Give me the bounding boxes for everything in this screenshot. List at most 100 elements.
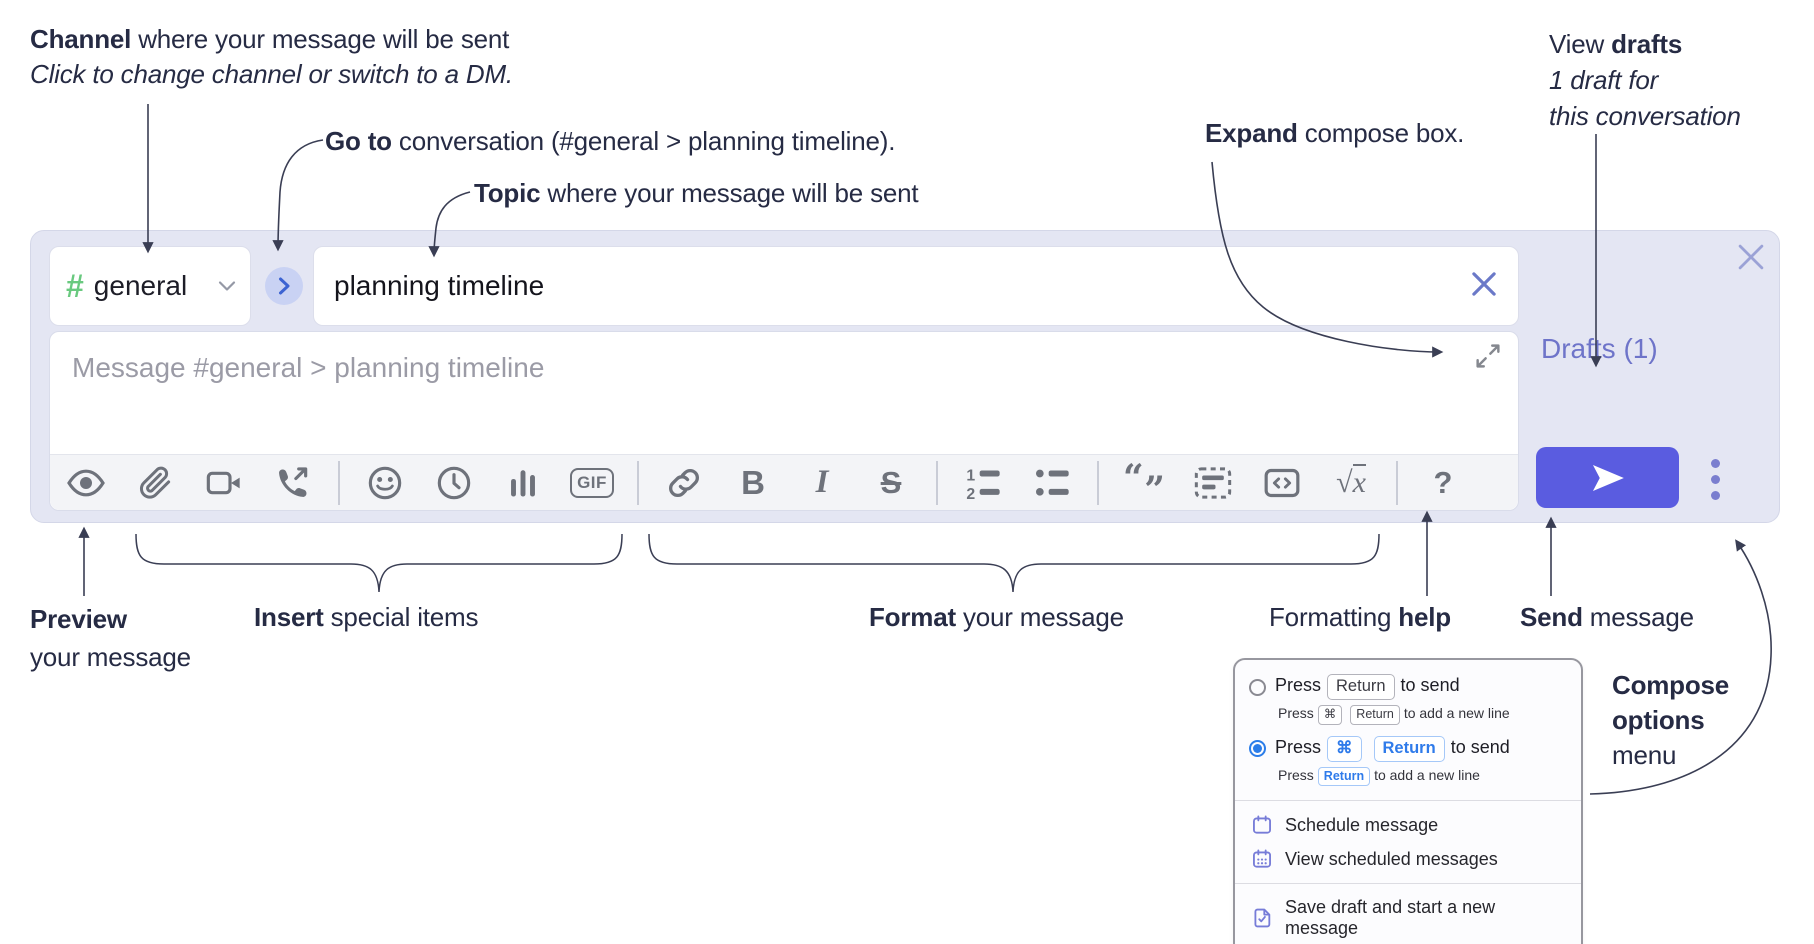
chevron-right-icon [278,277,289,295]
toolbar-divider [637,460,639,505]
poll-button[interactable] [499,460,547,506]
strikethrough-icon: S [880,464,902,500]
compose-box: # general [30,230,1780,523]
bold-button[interactable]: B [729,460,777,506]
compose-options-menu-button[interactable] [1693,453,1737,505]
menu-divider [1235,800,1581,802]
bulleted-list-button[interactable] [1028,460,1076,506]
kbd-return: Return [1350,705,1400,725]
radio-selected-icon[interactable] [1249,740,1266,758]
radio-unselected-icon[interactable] [1249,678,1266,696]
channel-selector[interactable]: # general [49,246,251,326]
preview-button[interactable] [62,460,110,506]
gif-icon: GIF [570,467,614,498]
send-paper-plane-icon [1592,464,1624,491]
phone-call-icon [279,466,308,497]
message-box: GIF B I S [49,331,1519,511]
close-icon [1472,272,1496,296]
annotation-channel-rest: where your message will be sent [131,24,510,54]
math-button[interactable]: √x [1327,460,1375,506]
menu-divider [1235,883,1581,885]
time-button[interactable] [430,460,478,506]
channel-hash-icon: # [66,268,84,304]
link-icon [669,468,699,497]
expand-compose-button[interactable] [1472,340,1504,377]
video-call-button[interactable] [200,460,248,506]
toolbar-divider [338,460,340,505]
numbered-list-button[interactable]: 1 2 [959,460,1007,506]
annotation-channel: Channel where your message will be sent … [30,22,513,92]
svg-text:2: 2 [966,485,975,502]
italic-button[interactable]: I [798,460,846,506]
quote-button[interactable]: “” [1120,456,1168,511]
annotation-send: Send message [1520,602,1694,632]
channel-name: general [93,270,188,301]
kbd-return: Return [1327,674,1395,701]
bar-chart-icon [511,469,535,497]
annotation-channel-sub: Click to change channel or switch to a D… [30,59,513,89]
svg-text:1: 1 [966,467,975,484]
expand-diagonal-icon [1476,344,1500,368]
annotation-help: Formatting help [1269,602,1451,632]
annotation-topic: Topic where your message will be sent [474,178,919,208]
annotation-compose-options: Compose options menu [1612,670,1730,770]
code-button[interactable] [1258,460,1306,506]
voice-call-button[interactable] [269,460,317,506]
paperclip-icon [139,466,171,499]
clear-topic-button[interactable] [1471,271,1497,302]
bold-icon: B [741,463,765,501]
link-button[interactable] [660,460,708,506]
annotation-view-drafts: View drafts 1 draft for this conversatio… [1549,29,1741,131]
kbd-cmd: ⌘ [1327,735,1362,763]
italic-icon: I [815,464,829,500]
smiley-icon [368,466,402,499]
annotation-format: Format your message [869,602,1124,632]
clock-icon [437,466,471,499]
annotation-preview: Preview your message [30,604,191,672]
chevron-down-icon [218,281,236,291]
kbd-cmd: ⌘ [1317,705,1343,725]
annotation-insert: Insert special items [254,602,479,632]
close-compose-button[interactable] [1737,243,1765,276]
go-to-conversation-button[interactable] [265,267,303,305]
compose-toolbar: GIF B I S [50,454,1518,511]
calendar-icon [1253,815,1271,834]
menu-item-view-scheduled[interactable]: View scheduled messages [1235,842,1581,876]
kbd-return: Return [1317,767,1371,787]
message-input[interactable] [50,332,1518,454]
code-icon [1264,468,1300,497]
send-button[interactable] [1536,447,1679,508]
menu-item-schedule-message[interactable]: Schedule message [1235,808,1581,842]
numbered-list-icon: 1 2 [966,467,1000,502]
topic-input[interactable] [313,246,1519,326]
topic-input-wrap [313,246,1519,326]
calendar-dates-icon [1253,849,1271,868]
close-icon [1738,244,1764,270]
math-icon: √x [1336,463,1366,499]
question-mark-icon: ? [1433,464,1453,500]
dot-icon [1710,474,1720,484]
toolbar-divider [1097,460,1099,505]
video-camera-icon [206,471,240,494]
toolbar-divider [1396,460,1398,505]
quote-icon: “” [1123,456,1165,511]
gif-button[interactable]: GIF [568,460,616,506]
attach-file-button[interactable] [131,460,179,506]
spoiler-button[interactable] [1189,460,1237,506]
dot-icon [1710,490,1720,500]
bulleted-list-icon [1036,469,1069,496]
save-draft-icon [1254,909,1271,928]
spoiler-icon [1194,466,1232,499]
strikethrough-button[interactable]: S [867,460,915,506]
emoji-button[interactable] [361,460,409,506]
dot-icon [1710,458,1720,468]
drafts-link[interactable]: Drafts (1) [1541,333,1658,364]
menu-item-save-draft[interactable]: Save draft and start a new message [1235,891,1581,944]
formatting-help-button[interactable]: ? [1419,460,1467,506]
